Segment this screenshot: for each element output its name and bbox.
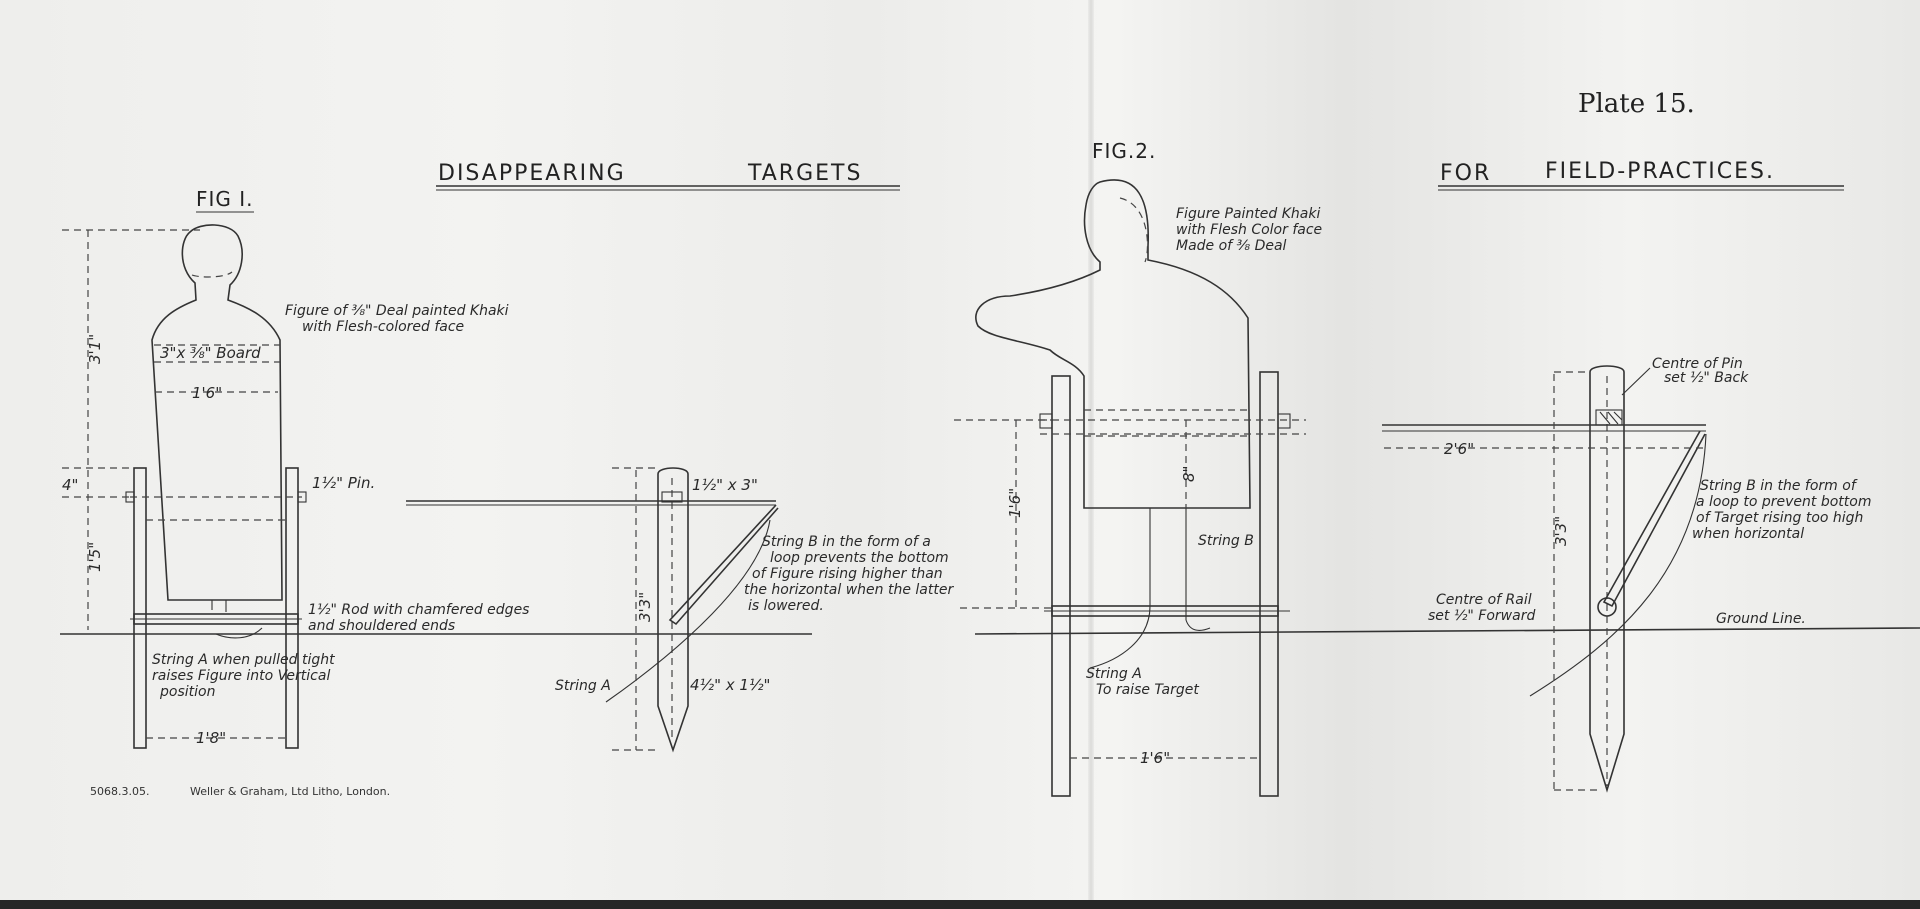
fig2-ground-line-label: Ground Line. [1716, 611, 1806, 627]
fig2-side-view: 3'3" 2'6" Centre of Pin set ½" Back Stri… [1382, 356, 1876, 793]
fig2-label: FIG.2. [1092, 139, 1156, 163]
fig2-centre-rail: Centre of Rail set ½" Forward [1428, 592, 1536, 624]
fig1-right-post [285, 467, 299, 749]
fig2-side-strut [1602, 430, 1706, 608]
fig1-rod-note: 1½" Rod with chamfered edges and shoulde… [308, 602, 534, 634]
fig2-string-a-note: String A To raise Target [1086, 666, 1199, 698]
fig2-front-view: FIG.2. 1'6" [954, 139, 1920, 797]
fig2-left-post [1051, 375, 1071, 797]
fig2-dim-16: 1'6" [1006, 488, 1024, 518]
fig1-side-view: 3'3" 1½" x 3" 4½" x 1½" String A String … [406, 467, 958, 753]
fig1-neck-line [191, 271, 233, 278]
fig1-base-dim: 1'8" [196, 729, 226, 747]
fig2-side-pin [1595, 409, 1623, 426]
fig2-side-string [1529, 433, 1707, 697]
fig1-side-post-size: 4½" x 1½" [690, 676, 770, 694]
fig1-width-dim: 1'6" [192, 384, 222, 402]
fig2-string-b: String B [1198, 533, 1254, 549]
fig1-side-height: 3'3" [636, 592, 654, 622]
heading-disappearing: DISAPPEARING [438, 161, 626, 186]
fig1-height-dim: 3'1" [86, 334, 104, 364]
fig1-side-strut [668, 504, 779, 626]
fig2-dim-26: 2'6" [1444, 440, 1474, 458]
fig2-side-post [1589, 365, 1625, 793]
fig1-figure-note: Figure of ⅜" Deal painted Khaki with Fle… [285, 303, 513, 335]
fig1-side-string-b-note: String B in the form of a loop prevents … [744, 534, 958, 614]
fig2-side-string-b-note: String B in the form of a loop to preven… [1692, 478, 1876, 542]
fig1-pin-label: 1½" Pin. [312, 474, 375, 492]
fig1-side-pin [661, 491, 683, 503]
heading-targets: TARGETS [747, 161, 862, 186]
imprint-number: 5068.3.05. [90, 785, 149, 798]
fig2-base-dim: 1'6" [1140, 749, 1170, 767]
fig1-dim-15: 1'5" [86, 542, 104, 572]
heading-field-practices: FIELD-PRACTICES. [1545, 159, 1775, 184]
fig2-ground-line [974, 627, 1920, 635]
fig1-side-string-a: String A [555, 678, 611, 694]
fig1-side-top: 1½" x 3" [692, 476, 758, 494]
scan-bottom-edge [0, 900, 1920, 909]
fig1-string-a-note: String A when pulled tight raises Figure… [152, 652, 339, 700]
fig1-label: FIG I. [196, 187, 254, 211]
fig2-side-height: 3'3" [1552, 516, 1570, 546]
fig2-rail [1597, 597, 1617, 617]
plate-number: Plate 15. [1578, 89, 1695, 119]
fig1-board-label: 3"x ⅜" Board [160, 344, 261, 362]
fig1-target-silhouette [151, 224, 283, 601]
fig2-dim-8: 8" [1180, 466, 1198, 482]
fig1-front-view: FIG I. 3"x ⅜" Board 1'6" 1½" Pin. [60, 187, 812, 749]
fig1-dim-4: 4" [62, 476, 78, 494]
fig1-left-post [133, 467, 147, 749]
page-fold [1088, 0, 1094, 909]
fig2-figure-note: Figure Painted Khaki with Flesh Color fa… [1176, 206, 1327, 254]
fig2-right-post [1259, 371, 1279, 797]
fig2-centre-pin: Centre of Pin set ½" Back [1652, 356, 1749, 386]
fig2-target-silhouette [975, 179, 1251, 509]
heading-for: FOR [1440, 161, 1491, 186]
imprint-printer: Weller & Graham, Ltd Litho, London. [190, 785, 390, 798]
fig1-side-string-a [605, 519, 771, 703]
fig1-side-post [657, 467, 689, 753]
